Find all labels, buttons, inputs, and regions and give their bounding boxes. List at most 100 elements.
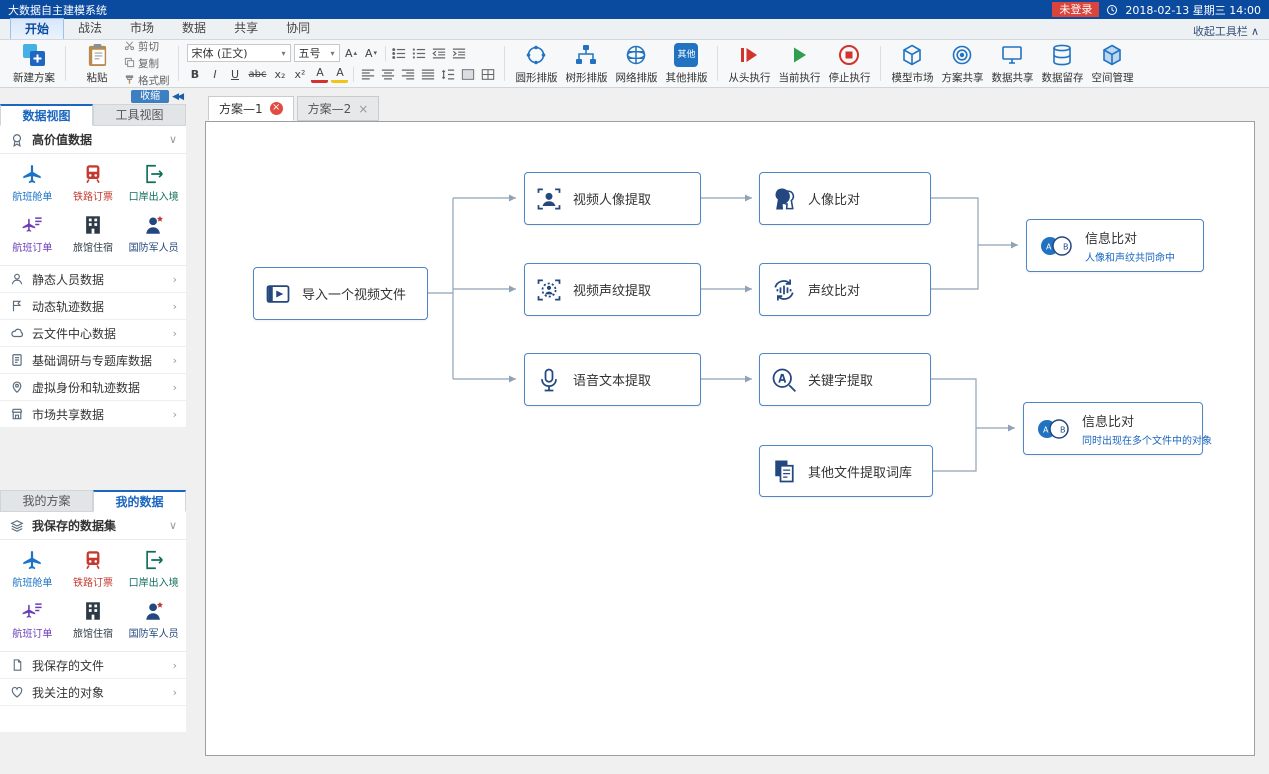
section-saved-datasets[interactable]: 我保存的数据集 ∨ bbox=[0, 512, 186, 540]
section-virtual-identity-data[interactable]: 虚拟身份和轨迹数据 › bbox=[0, 374, 186, 401]
other-layout-button[interactable]: 其他 其他排版 bbox=[663, 42, 709, 85]
double-left-arrow-icon[interactable]: ◀◀ bbox=[172, 91, 184, 102]
circle-layout-button[interactable]: 圆形排版 bbox=[513, 42, 559, 85]
menu-tab-data[interactable]: 数据 bbox=[182, 21, 207, 35]
data-item-hotel-stay[interactable]: 旅馆住宿 bbox=[63, 208, 124, 259]
space-manage-button[interactable]: 空间管理 bbox=[1089, 42, 1135, 85]
saved-item-flight-order[interactable]: 航班订单 bbox=[2, 594, 63, 645]
run-current-label: 当前执行 bbox=[778, 72, 821, 84]
flow-node-import-video[interactable]: 导入一个视频文件 bbox=[253, 267, 428, 320]
highlight-color-button[interactable]: A bbox=[331, 66, 349, 83]
cloud-icon bbox=[9, 326, 25, 340]
paste-button[interactable]: 粘贴 bbox=[74, 42, 120, 85]
italic-button[interactable]: I bbox=[213, 67, 217, 81]
flow-node-face-compare[interactable]: 人像比对 bbox=[759, 172, 931, 225]
align-right-button[interactable] bbox=[399, 66, 416, 83]
section-dynamic-track-data[interactable]: 动态轨迹数据 › bbox=[0, 293, 186, 320]
tab-my-plans[interactable]: 我的方案 bbox=[0, 490, 93, 512]
underline-button[interactable]: U bbox=[230, 67, 240, 81]
plan-tab-2[interactable]: 方案—2 × bbox=[296, 96, 380, 121]
data-share-button[interactable]: 数据共享 bbox=[989, 42, 1035, 85]
two-faces-icon bbox=[770, 185, 798, 213]
menu-tab-share[interactable]: 共享 bbox=[234, 21, 259, 35]
shading-button[interactable] bbox=[459, 66, 476, 83]
number-list-button[interactable] bbox=[411, 45, 428, 62]
flow-node-text-extract[interactable]: 语音文本提取 bbox=[524, 353, 701, 406]
flow-node-other-files-lexicon[interactable]: 其他文件提取词库 bbox=[759, 445, 933, 497]
menu-tab-start[interactable]: 开始 bbox=[10, 18, 65, 39]
group-clipboard: 粘贴 剪切 复制 格式刷 bbox=[67, 39, 177, 88]
superscript-button[interactable]: x² bbox=[294, 67, 306, 81]
section-cloud-file-data[interactable]: 云文件中心数据 › bbox=[0, 320, 186, 347]
plan-tab-1[interactable]: 方案—1 × bbox=[208, 96, 294, 121]
line-spacing-button[interactable] bbox=[439, 66, 456, 83]
flow-canvas[interactable]: 导入一个视频文件 视频人像提取 视频声纹提取 语音文本提取 人像比对 bbox=[205, 121, 1255, 756]
saved-item-hotel-stay[interactable]: 旅馆住宿 bbox=[63, 594, 124, 645]
stop-run-button[interactable]: 停止执行 bbox=[826, 42, 872, 85]
shrink-font-button[interactable]: A▾ bbox=[363, 44, 380, 62]
align-center-button[interactable] bbox=[379, 66, 396, 83]
circle-layout-icon bbox=[524, 42, 548, 68]
login-status-badge[interactable]: 未登录 bbox=[1052, 2, 1100, 17]
data-item-flight-manifest[interactable]: 航班舱单 bbox=[2, 157, 63, 208]
menu-tab-collab[interactable]: 协同 bbox=[286, 21, 311, 35]
bullet-list-button[interactable] bbox=[391, 45, 408, 62]
flow-node-voice-compare[interactable]: 声纹比对 bbox=[759, 263, 931, 316]
flow-node-voice-extract[interactable]: 视频声纹提取 bbox=[524, 263, 701, 316]
close-tab-icon[interactable]: × bbox=[358, 101, 369, 116]
network-layout-icon bbox=[624, 42, 648, 68]
cut-button[interactable]: 剪切 bbox=[124, 39, 170, 54]
chevron-right-icon: › bbox=[172, 353, 177, 367]
flow-node-info-compare-files[interactable]: A B 信息比对 同时出现在多个文件中的对象 bbox=[1023, 402, 1212, 455]
data-item-flight-order[interactable]: 航班订单 bbox=[2, 208, 63, 259]
data-item-rail-ticket[interactable]: 铁路订票 bbox=[63, 157, 124, 208]
plan-share-button[interactable]: 方案共享 bbox=[939, 42, 985, 85]
font-color-button[interactable]: A bbox=[311, 66, 329, 83]
copy-button[interactable]: 复制 bbox=[124, 56, 170, 71]
new-plan-button[interactable]: 新建方案 bbox=[11, 42, 57, 85]
saved-item-military-personnel[interactable]: 国防军人员 bbox=[123, 594, 184, 645]
flow-node-keyword-extract[interactable]: 关键字提取 bbox=[759, 353, 931, 406]
section-market-shared-data[interactable]: 市场共享数据 › bbox=[0, 401, 186, 428]
section-high-value-data[interactable]: 高价值数据 ∨ bbox=[0, 126, 186, 154]
justify-button[interactable] bbox=[419, 66, 436, 83]
sidebar-collapse-button[interactable]: 收缩 bbox=[131, 90, 170, 103]
tab-data-view[interactable]: 数据视图 bbox=[0, 104, 93, 126]
close-tab-icon[interactable]: × bbox=[269, 102, 283, 115]
tree-layout-button[interactable]: 树形排版 bbox=[563, 42, 609, 85]
section-followed-objects[interactable]: 我关注的对象 › bbox=[0, 679, 186, 706]
borders-button[interactable] bbox=[479, 66, 496, 83]
font-family-select[interactable]: 宋体 (正文) ▾ bbox=[186, 44, 291, 62]
menu-tab-market[interactable]: 市场 bbox=[130, 21, 155, 35]
data-item-border-entry-exit[interactable]: 口岸出入境 bbox=[123, 157, 184, 208]
flow-node-face-extract[interactable]: 视频人像提取 bbox=[524, 172, 701, 225]
bold-button[interactable]: B bbox=[190, 67, 200, 81]
menu-tab-tactics[interactable]: 战法 bbox=[78, 21, 103, 35]
model-market-button[interactable]: 模型市场 bbox=[889, 42, 935, 85]
section-survey-library-data[interactable]: 基础调研与专题库数据 › bbox=[0, 347, 186, 374]
section-saved-files[interactable]: 我保存的文件 › bbox=[0, 652, 186, 679]
collapse-toolbar-button[interactable]: 收起工具栏 ∧ bbox=[1193, 23, 1259, 39]
grow-font-button[interactable]: A▴ bbox=[343, 44, 360, 62]
tab-my-data[interactable]: 我的数据 bbox=[93, 490, 186, 512]
subscript-button[interactable]: x₂ bbox=[274, 67, 286, 81]
saved-item-flight-manifest[interactable]: 航班舱单 bbox=[2, 543, 63, 594]
indent-increase-button[interactable] bbox=[451, 45, 468, 62]
saved-item-border-entry-exit[interactable]: 口岸出入境 bbox=[123, 543, 184, 594]
format-painter-button[interactable]: 格式刷 bbox=[124, 73, 170, 88]
plane-order-icon bbox=[21, 213, 43, 237]
high-value-grid: 航班舱单 铁路订票 口岸出入境 航班订单 旅馆住宿 bbox=[0, 154, 186, 266]
section-static-person-data[interactable]: 静态人员数据 › bbox=[0, 266, 186, 293]
saved-item-rail-ticket[interactable]: 铁路订票 bbox=[63, 543, 124, 594]
run-current-button[interactable]: 当前执行 bbox=[776, 42, 822, 85]
font-size-select[interactable]: 五号 ▾ bbox=[293, 44, 340, 62]
tab-tool-view[interactable]: 工具视图 bbox=[93, 104, 186, 126]
align-left-button[interactable] bbox=[359, 66, 376, 83]
strikethrough-button[interactable]: abc bbox=[248, 68, 267, 80]
indent-decrease-button[interactable] bbox=[431, 45, 448, 62]
run-from-start-button[interactable]: 从头执行 bbox=[726, 42, 772, 85]
flow-node-info-compare-av[interactable]: A B 信息比对 人像和声纹共同命中 bbox=[1026, 219, 1204, 272]
data-item-military-personnel[interactable]: 国防军人员 bbox=[123, 208, 184, 259]
network-layout-button[interactable]: 网络排版 bbox=[613, 42, 659, 85]
data-retention-button[interactable]: 数据留存 bbox=[1039, 42, 1085, 85]
